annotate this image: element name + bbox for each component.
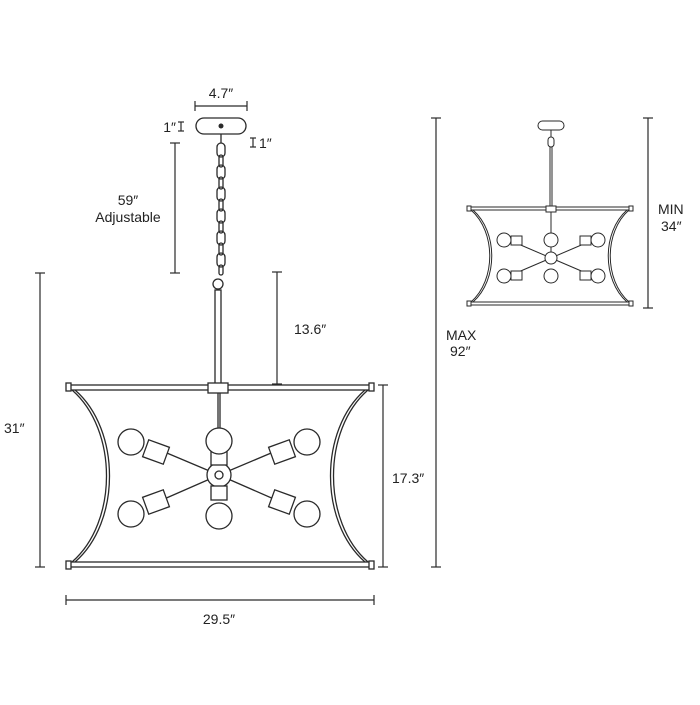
min-value-label: 34″ bbox=[661, 218, 682, 234]
cage-width-label: 29.5″ bbox=[203, 611, 235, 627]
max-value-label: 92″ bbox=[450, 343, 471, 359]
bulb bbox=[117, 428, 171, 466]
overall-height-label: 31″ bbox=[4, 420, 25, 436]
canopy-width-label: 4.7″ bbox=[209, 85, 233, 101]
bulb bbox=[117, 488, 171, 528]
rod-length-label: 13.6″ bbox=[294, 321, 326, 337]
main-fixture bbox=[65, 117, 375, 570]
min-fixture bbox=[466, 120, 634, 307]
bulb bbox=[267, 428, 321, 466]
chain-length-label: 59″ bbox=[118, 192, 139, 208]
max-label: MAX bbox=[446, 327, 477, 343]
cage-frame bbox=[65, 382, 375, 570]
chain-adjustable-label: Adjustable bbox=[95, 209, 161, 225]
canopy-height-left-label: 1″ bbox=[163, 119, 176, 135]
min-label: MIN bbox=[658, 201, 684, 217]
hook-loop bbox=[212, 278, 224, 290]
cage-height-label: 17.3″ bbox=[392, 470, 424, 486]
bulb bbox=[267, 488, 321, 528]
canopy bbox=[195, 117, 247, 135]
canopy-height-right-label: 1″ bbox=[259, 135, 272, 151]
chain bbox=[216, 134, 226, 276]
bulb bbox=[205, 427, 233, 466]
bulb bbox=[205, 485, 233, 530]
down-rod bbox=[214, 289, 222, 391]
dimension-lines bbox=[35, 101, 653, 605]
